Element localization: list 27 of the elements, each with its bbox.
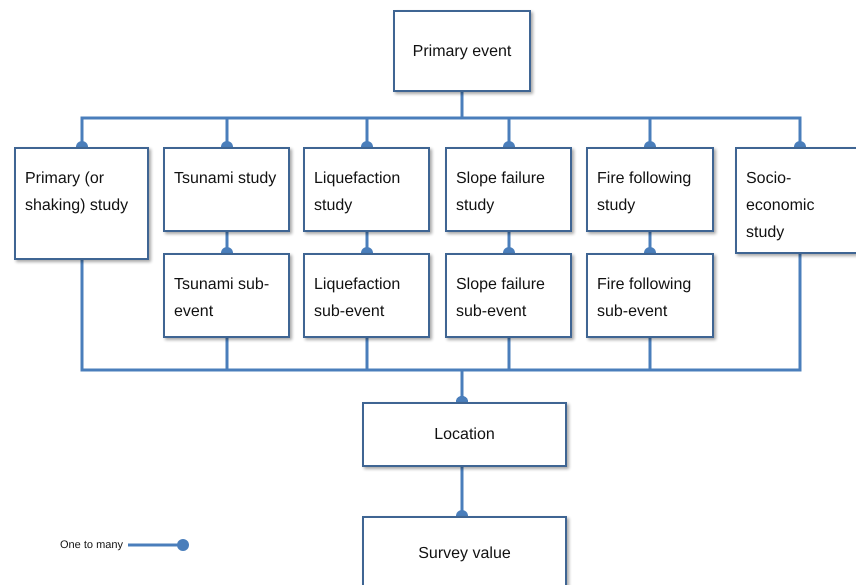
- box-label: Primary (or shaking) study: [25, 170, 128, 214]
- entity-box: [445, 253, 572, 338]
- box-label: Survey value: [418, 544, 511, 564]
- box-label: Liquefaction sub-event: [314, 276, 400, 320]
- box-label: Slope failure sub-event: [456, 276, 545, 320]
- entity-box: [586, 253, 714, 338]
- legend-label: One to many: [60, 539, 123, 551]
- entity-box: [163, 147, 290, 232]
- entity-box: [303, 147, 430, 232]
- entity-box: [393, 10, 531, 92]
- box-label: Socio-economic study: [746, 170, 814, 241]
- entity-box: [445, 147, 572, 232]
- box-label: Tsunami study: [174, 170, 276, 187]
- box-label: Slope failure study: [456, 170, 545, 214]
- entity-box: [303, 253, 430, 338]
- box-label: Tsunami sub-event: [174, 276, 270, 320]
- entity-box: [735, 147, 856, 254]
- entity-box: [586, 147, 714, 232]
- box-label: Fire following sub-event: [597, 276, 692, 320]
- box-label: Primary event: [412, 42, 512, 62]
- box-label: Liquefaction study: [314, 170, 400, 214]
- entity-box: [163, 253, 290, 338]
- entity-box: [362, 516, 567, 585]
- entity-box: [362, 402, 567, 467]
- box-label: Fire following study: [597, 170, 692, 214]
- box-label: Location: [434, 425, 495, 445]
- entity-box: [14, 147, 149, 260]
